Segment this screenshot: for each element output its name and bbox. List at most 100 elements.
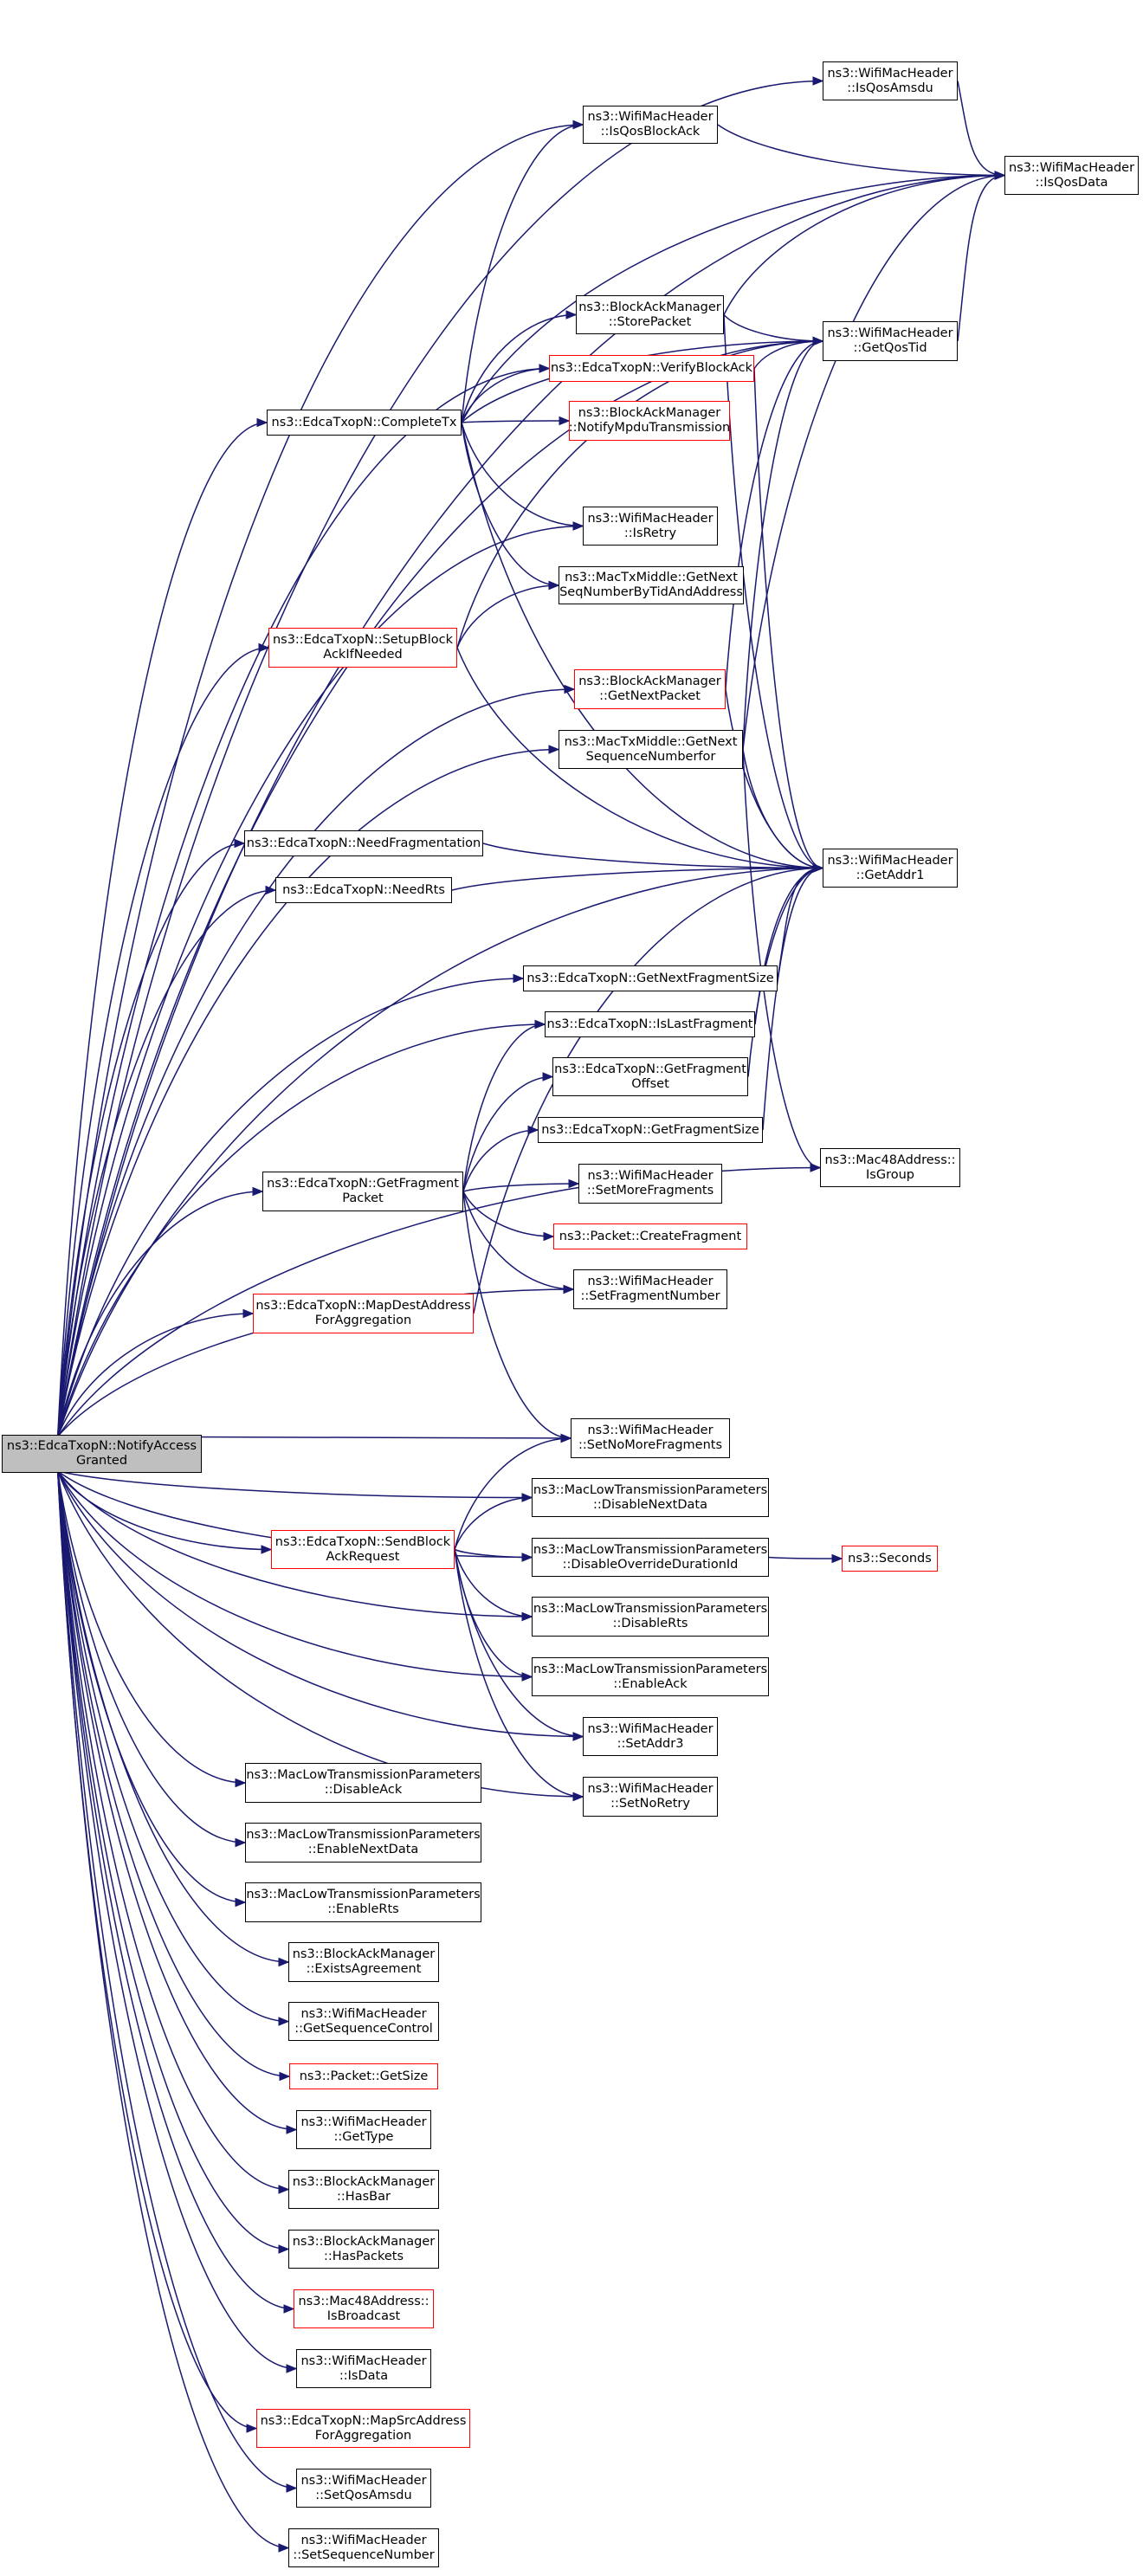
node-enableAck-line-1: ns3::MacLowTransmissionParameters <box>533 1662 768 1676</box>
node-enableAck-line-2: ::EnableAck <box>613 1676 688 1691</box>
node-isQosAmsdu[interactable]: ns3::WifiMacHeader ::IsQosAmsdu <box>823 61 958 100</box>
edge-root-to-enableNextData <box>56 1470 246 1843</box>
edge-getFragPacket-to-setFragNum <box>462 1191 574 1290</box>
edge-completeTx-to-storePacket <box>461 313 577 423</box>
edge-root-to-setQosAmsdu <box>56 1470 297 2489</box>
node-verifyBlockAck[interactable]: ns3::EdcaTxopN::VerifyBlockAck <box>549 355 754 382</box>
edge-root-to-setAddr3 <box>57 1470 584 1738</box>
node-storePacket-line-2: ::StorePacket <box>608 314 692 329</box>
node-getNextSeqFor-line-1: ns3::MacTxMiddle::GetNext <box>564 734 738 749</box>
edge-sendBlockAck-to-disableNextData <box>454 1496 533 1550</box>
edge-root-to-setupBlockAck <box>56 647 269 1437</box>
node-setNoMoreFrag[interactable]: ns3::WifiMacHeader ::SetNoMoreFragments <box>571 1418 730 1458</box>
node-getNextSeqFor[interactable]: ns3::MacTxMiddle::GetNext SequenceNumber… <box>559 730 743 769</box>
node-setSeqNum[interactable]: ns3::WifiMacHeader ::SetSequenceNumber <box>288 2528 439 2567</box>
node-setAddr3[interactable]: ns3::WifiMacHeader ::SetAddr3 <box>583 1717 718 1756</box>
edge-getNextFragSize-to-getAddr1 <box>777 867 823 979</box>
node-createFrag[interactable]: ns3::Packet::CreateFragment <box>553 1223 747 1249</box>
node-getNextFragSize[interactable]: ns3::EdcaTxopN::GetNextFragmentSize <box>523 965 778 991</box>
arrowhead-completeTx-to-storePacket <box>565 310 578 320</box>
node-isQosAmsdu-line-1: ns3::WifiMacHeader <box>827 66 953 81</box>
arrowhead-root-to-disableAck <box>235 1778 247 1788</box>
node-isGroup[interactable]: ns3::Mac48Address:: IsGroup <box>820 1148 960 1187</box>
node-enableRts[interactable]: ns3::MacLowTransmissionParameters ::Enab… <box>245 1882 481 1922</box>
node-setQosAmsdu[interactable]: ns3::WifiMacHeader ::SetQosAmsdu <box>296 2469 431 2508</box>
node-getAddr1[interactable]: ns3::WifiMacHeader ::GetAddr1 <box>823 849 958 888</box>
node-disableNextData[interactable]: ns3::MacLowTransmissionParameters ::Disa… <box>532 1478 769 1517</box>
node-setupBlockAck[interactable]: ns3::EdcaTxopN::SetupBlock AckIfNeeded <box>268 628 457 668</box>
node-getFragOffset[interactable]: ns3::EdcaTxopN::GetFragment Offset <box>552 1057 748 1096</box>
node-getQosTid-line-2: ::GetQosTid <box>853 341 927 355</box>
arrowhead-getFragPacket-to-setMoreFrag <box>568 1178 580 1189</box>
node-packetGetSize[interactable]: ns3::Packet::GetSize <box>289 2063 438 2089</box>
node-isLastFrag[interactable]: ns3::EdcaTxopN::IsLastFragment <box>545 1011 755 1037</box>
node-mapSrc[interactable]: ns3::EdcaTxopN::MapSrcAddress ForAggrega… <box>256 2409 470 2448</box>
edge-getFragPacket-to-createFrag <box>462 1191 554 1237</box>
edge-getNextSeqFor-to-isQosData <box>742 174 1005 750</box>
node-disableNextData-line-2: ::DisableNextData <box>593 1497 707 1512</box>
node-hasBar[interactable]: ns3::BlockAckManager ::HasBar <box>288 2170 439 2209</box>
node-needFrag[interactable]: ns3::EdcaTxopN::NeedFragmentation <box>244 830 483 856</box>
node-hasPackets[interactable]: ns3::BlockAckManager ::HasPackets <box>288 2230 439 2269</box>
node-enableRts-line-2: ::EnableRts <box>327 1902 399 1916</box>
node-storePacket[interactable]: ns3::BlockAckManager ::StorePacket <box>576 295 724 334</box>
edge-sendBlockAck-to-setNoRetry <box>454 1549 584 1798</box>
node-setSeqNum-line-1: ns3::WifiMacHeader <box>300 2533 427 2547</box>
node-needRts[interactable]: ns3::EdcaTxopN::NeedRts <box>275 877 452 903</box>
node-existsAgreement[interactable]: ns3::BlockAckManager ::ExistsAgreement <box>288 1942 439 1982</box>
edge-getNextSeqFor-to-isGroup <box>742 749 821 1169</box>
node-mapDest-line-2: ForAggregation <box>314 1314 412 1327</box>
node-getSeqControl[interactable]: ns3::WifiMacHeader ::GetSequenceControl <box>288 2002 439 2041</box>
node-seconds[interactable]: ns3::Seconds <box>842 1546 938 1572</box>
node-notifyMpdu-line-1: ns3::BlockAckManager <box>578 406 721 420</box>
node-notifyMpdu[interactable]: ns3::BlockAckManager ::NotifyMpduTransmi… <box>569 401 730 441</box>
edge-setupBlockAck-to-getNextSeqTid <box>456 584 559 649</box>
arrowhead-sendBlockAck-to-disableNextData <box>521 1493 533 1502</box>
arrowhead-sendBlockAck-to-setAddr3 <box>572 1732 584 1741</box>
node-getType[interactable]: ns3::WifiMacHeader ::GetType <box>296 2110 431 2149</box>
node-getFragPacket[interactable]: ns3::EdcaTxopN::GetFragment Packet <box>262 1172 463 1211</box>
node-isQosBlockAck-line-1: ns3::WifiMacHeader <box>587 110 714 124</box>
node-completeTx[interactable]: ns3::EdcaTxopN::CompleteTx <box>267 410 462 436</box>
node-isGroup-line-1: ns3::Mac48Address:: <box>824 1152 956 1167</box>
node-setFragNum[interactable]: ns3::WifiMacHeader ::SetFragmentNumber <box>573 1269 727 1309</box>
edge-getNextSeqFor-to-getQosTid <box>742 340 823 750</box>
node-enableAck[interactable]: ns3::MacLowTransmissionParameters ::Enab… <box>532 1657 769 1696</box>
edge-getFragPacket-to-getFragSize <box>462 1129 539 1192</box>
node-getNextSeqTid[interactable]: ns3::MacTxMiddle::GetNext SeqNumberByTid… <box>559 566 744 604</box>
node-getNextSeqFor-line-2: SequenceNumberfor <box>585 749 716 764</box>
node-enableNextData[interactable]: ns3::MacLowTransmissionParameters ::Enab… <box>245 1823 481 1863</box>
node-setupBlockAck-line-1: ns3::EdcaTxopN::SetupBlock <box>272 633 454 647</box>
node-getFragSize[interactable]: ns3::EdcaTxopN::GetFragmentSize <box>538 1117 763 1143</box>
node-bamGetNextPacket[interactable]: ns3::BlockAckManager ::GetNextPacket <box>574 669 726 709</box>
node-isQosData-line-1: ns3::WifiMacHeader <box>1008 160 1135 175</box>
arrowhead-getFragPacket-to-getFragOffset <box>542 1072 554 1081</box>
node-isBroadcast[interactable]: ns3::Mac48Address:: IsBroadcast <box>294 2289 434 2328</box>
node-disableOverride[interactable]: ns3::MacLowTransmissionParameters ::Disa… <box>532 1538 769 1577</box>
node-setMoreFrag[interactable]: ns3::WifiMacHeader ::SetMoreFragments <box>578 1164 722 1204</box>
node-hasBar-line-2: ::HasBar <box>337 2189 391 2204</box>
edge-disableOverride-to-seconds <box>768 1556 843 1559</box>
node-disableAck[interactable]: ns3::MacLowTransmissionParameters ::Disa… <box>245 1763 481 1803</box>
node-isRetry[interactable]: ns3::WifiMacHeader ::IsRetry <box>583 507 718 546</box>
node-getSeqControl-line-2: ::GetSequenceControl <box>294 2021 433 2036</box>
node-isQosData[interactable]: ns3::WifiMacHeader ::IsQosData <box>1004 156 1139 195</box>
node-isQosBlockAck-line-2: ::IsQosBlockAck <box>600 125 701 139</box>
node-sendBlockAck[interactable]: ns3::EdcaTxopN::SendBlock AckRequest <box>271 1530 455 1569</box>
edge-completeTx-to-getNextSeqTid <box>461 422 559 586</box>
node-setQosAmsdu-line-1: ns3::WifiMacHeader <box>300 2473 427 2488</box>
node-isData[interactable]: ns3::WifiMacHeader ::IsData <box>296 2349 431 2388</box>
edge-sendBlockAck-to-disableRts <box>454 1549 533 1617</box>
edge-storePacket-to-isQosData <box>723 174 1005 315</box>
node-isQosData-line-2: ::IsQosData <box>1035 175 1108 190</box>
node-isQosBlockAck[interactable]: ns3::WifiMacHeader ::IsQosBlockAck <box>583 106 718 144</box>
node-mapDest[interactable]: ns3::EdcaTxopN::MapDestAddress ForAggreg… <box>253 1294 474 1333</box>
edge-isQosAmsdu-to-isQosData <box>957 81 1005 177</box>
node-setNoRetry[interactable]: ns3::WifiMacHeader ::SetNoRetry <box>583 1777 718 1817</box>
arrowhead-root-to-getType <box>286 2125 298 2134</box>
node-disableRts[interactable]: ns3::MacLowTransmissionParameters ::Disa… <box>532 1597 769 1637</box>
node-setFragNum-line-1: ns3::WifiMacHeader <box>587 1275 714 1288</box>
arrowhead-completeTx-to-isRetry <box>572 521 584 531</box>
node-needRts-line-1: ns3::EdcaTxopN::NeedRts <box>282 882 445 897</box>
node-getQosTid[interactable]: ns3::WifiMacHeader ::GetQosTid <box>823 321 958 361</box>
